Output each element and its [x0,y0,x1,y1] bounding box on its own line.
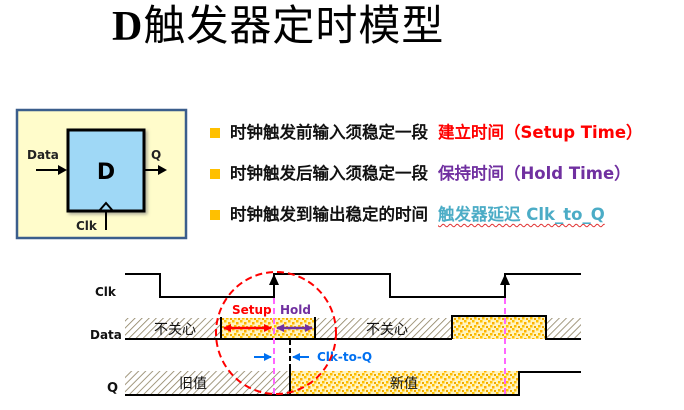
bullet-highlight: 保持时间（Hold Time） [438,164,631,183]
bullet-highlight: 建立时间（Setup Time） [438,123,643,142]
q-old-label: 旧值 [179,376,207,392]
data-waveform: 不关心 不关心 [125,315,581,340]
clk-rising-edge-arrow-icon [269,274,279,285]
setup-label: Setup [232,303,272,317]
q-new-value [290,371,519,394]
data-valid-2 [452,317,546,339]
data-dont-care-3 [546,318,581,339]
title-rest: 触发器定时模型 [143,1,445,50]
clk-rising-edge-arrow-icon-2 [500,274,510,285]
bullet-text: 时钟触发到输出稳定的时间 [230,205,428,224]
clk-to-q-label: Clk-to-Q [317,350,372,364]
bullet-text: 时钟触发后输入须稳定一段 [230,164,428,183]
bullet-square-icon [210,128,220,138]
hold-label: Hold [280,303,311,317]
data-input-label: Data [27,148,59,162]
q-signal-label: Q [107,381,118,396]
data-dont-care-label-1: 不关心 [154,322,196,338]
block-name: D [97,160,115,185]
focus-circle [215,271,337,395]
flip-flop-block [66,128,146,213]
clk-waveform [125,273,581,298]
q-arrow-icon [158,165,167,175]
title-prefix: D [112,4,144,50]
data-dont-care-label-2: 不关心 [366,322,408,338]
bullet-highlight: 触发器延迟 Clk_to_Q [438,205,605,224]
q-old-value [125,371,290,394]
data-signal-label: Data [90,328,122,342]
q-waveform: 旧值 新值 [125,369,581,396]
clock-triangle-icon [98,201,114,212]
page-title: D触发器定时模型 [112,0,444,52]
q-new-label: 新值 [390,376,418,392]
clock-label: Clk [76,219,98,233]
clk-signal-label: Clk [95,285,117,299]
bullet-text: 时钟触发前输入须稳定一段 [230,123,428,142]
flip-flop-diagram: D Data Q Clk [15,108,188,240]
bullet-square-icon [210,169,220,179]
bullet-square-icon [210,210,220,220]
timing-diagram: Clk Data Q 不关心 不关心 旧值 新值 Setup Hold Clk [90,271,581,396]
data-dont-care-1 [125,318,221,339]
data-dont-care-2 [315,318,452,339]
data-arrow-icon [58,165,67,175]
q-output-label: Q [151,148,161,162]
